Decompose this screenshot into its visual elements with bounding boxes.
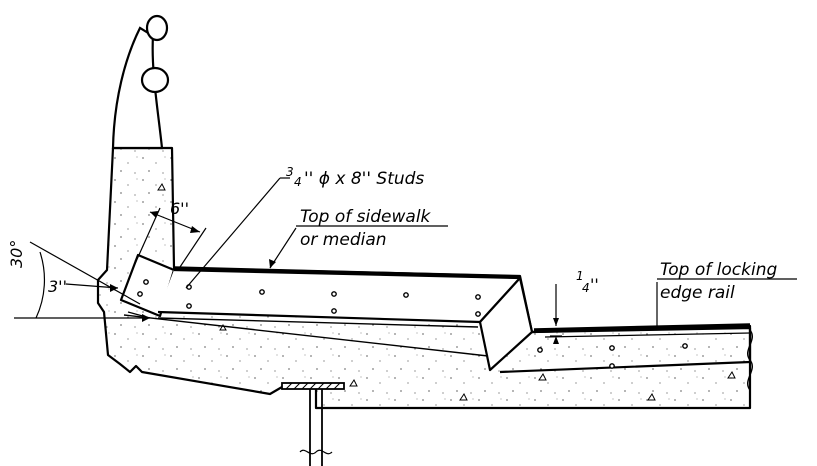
sidewalk-slope-line [123, 314, 489, 357]
text-labels: 3 4 '' ϕ x 8'' Studs 6'' Top of sidewalk… [7, 165, 777, 303]
top-of-edge-rail-line [533, 323, 751, 332]
sidewalk-label-line2: or median [300, 230, 387, 250]
angle-ref-inclined [29, 241, 141, 305]
three-inch-label: 3'' [48, 277, 67, 296]
aggregate-triangles [157, 183, 736, 401]
break-line [747, 329, 753, 408]
angle-label: 30° [7, 240, 26, 268]
edge-rail-inner-line [544, 332, 751, 338]
three-inch-dim [65, 283, 119, 289]
locking-rail-label-line1: Top of locking [660, 260, 777, 280]
quarter-inch-mark: '' [590, 275, 599, 294]
top-surface-lines [123, 266, 751, 357]
studs-fraction-denominator: 4 [294, 175, 302, 189]
six-inch-ext-right [177, 227, 207, 271]
top-of-sidewalk-line [173, 266, 521, 279]
girder-flange-hatch [285, 382, 341, 390]
sidewalk-bottom-line [157, 317, 479, 328]
railing-tube-top [145, 14, 169, 42]
arrowheads [110, 211, 559, 344]
studs-label: '' ϕ x 8'' Studs [304, 169, 424, 189]
studs-leader [185, 177, 281, 289]
quarter-fraction-numerator: 1 [576, 269, 584, 283]
six-inch-label: 6'' [170, 199, 189, 218]
locking-rail-label-line2: edge rail [660, 283, 735, 303]
railing-post [111, 14, 170, 150]
steel-girder [281, 382, 345, 466]
studs-fraction-numerator: 3 [286, 165, 294, 179]
sidewalk-label-line1: Top of sidewalk [300, 207, 432, 227]
sidewalk-slab [157, 268, 522, 324]
stud-markers [137, 279, 688, 369]
girder-break [299, 449, 333, 455]
angle-arc [35, 251, 46, 319]
quarter-fraction-denominator: 4 [582, 281, 590, 295]
railing-tube-middle [140, 66, 170, 94]
sidewalk-front-face [478, 276, 534, 372]
